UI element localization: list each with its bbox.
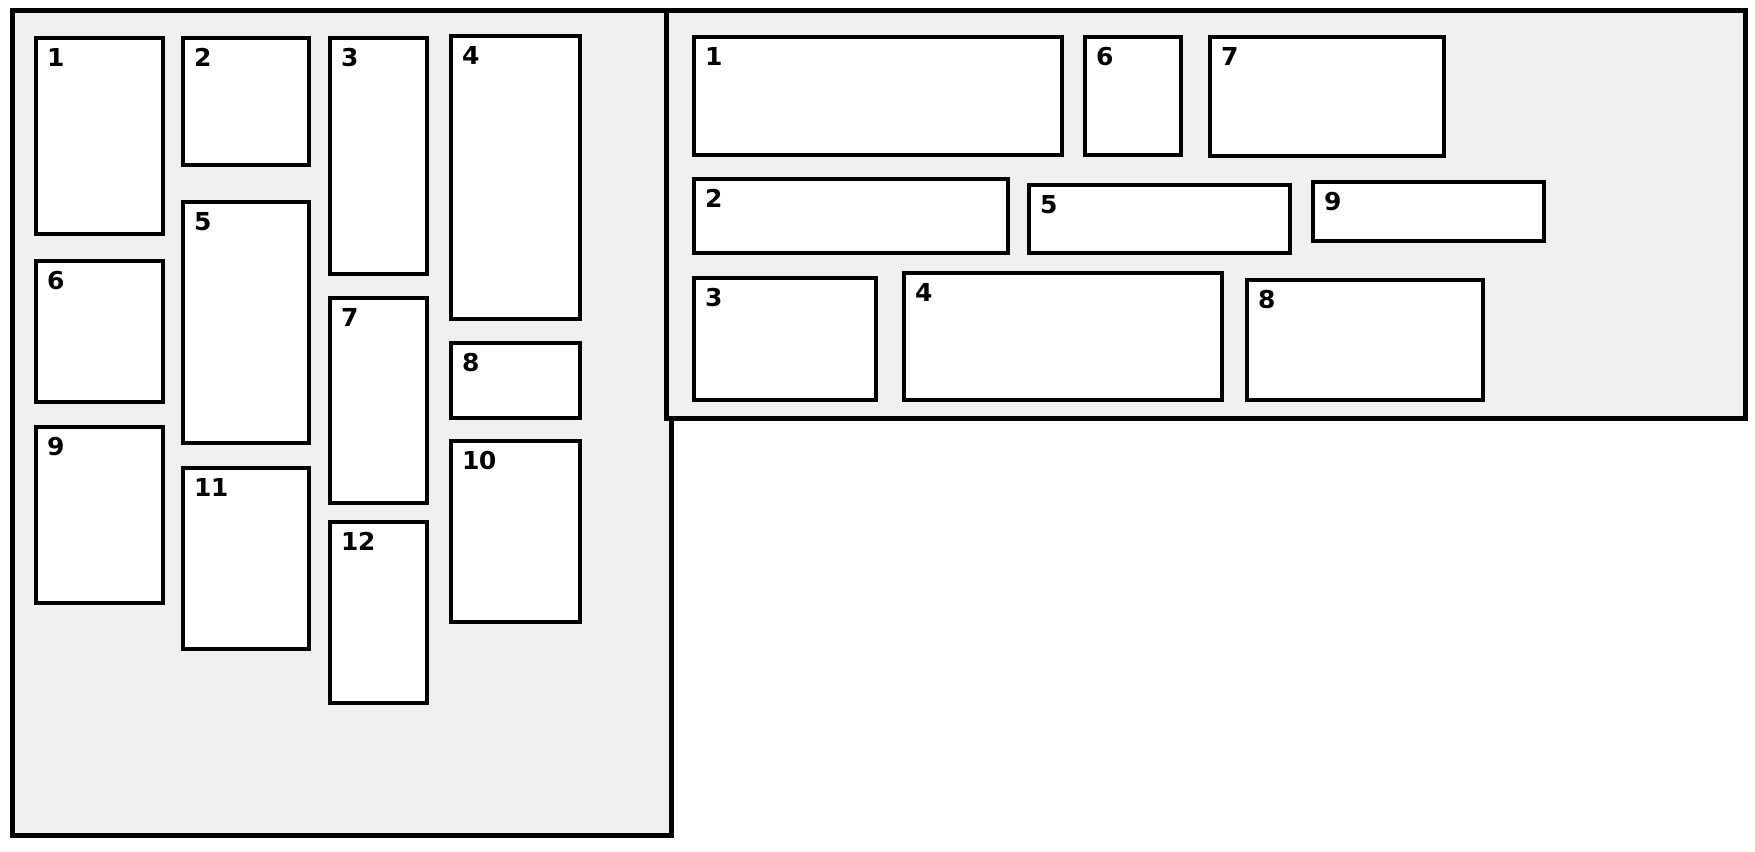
packed-item-label: 10 <box>462 446 496 475</box>
packed-item-label: 12 <box>341 527 375 556</box>
packed-item-label: 9 <box>1324 187 1341 216</box>
packed-item-11[interactable]: 11 <box>181 466 311 651</box>
packed-item-label: 4 <box>462 41 479 70</box>
packed-item-5[interactable]: 5 <box>181 200 311 445</box>
packed-item-label: 1 <box>47 43 64 72</box>
packed-item-6[interactable]: 6 <box>34 259 165 404</box>
packed-item-label: 6 <box>1096 42 1113 71</box>
packed-item-8[interactable]: 8 <box>1245 278 1485 402</box>
packed-item-4[interactable]: 4 <box>902 271 1224 402</box>
packed-item-label: 6 <box>47 266 64 295</box>
packed-item-label: 5 <box>194 207 211 236</box>
packed-item-label: 7 <box>1221 42 1238 71</box>
packed-item-3[interactable]: 3 <box>692 276 878 402</box>
packed-item-label: 2 <box>194 43 211 72</box>
packed-item-label: 8 <box>1258 285 1275 314</box>
packed-item-6[interactable]: 6 <box>1083 35 1183 157</box>
packed-item-9[interactable]: 9 <box>1311 180 1546 243</box>
packed-item-9[interactable]: 9 <box>34 425 165 605</box>
packed-item-4[interactable]: 4 <box>449 34 582 321</box>
packed-item-3[interactable]: 3 <box>328 36 429 276</box>
packed-item-7[interactable]: 7 <box>1208 35 1446 158</box>
packed-item-1[interactable]: 1 <box>34 36 165 236</box>
packed-item-7[interactable]: 7 <box>328 296 429 505</box>
packed-item-label: 2 <box>705 184 722 213</box>
packed-item-label: 9 <box>47 432 64 461</box>
packed-item-label: 11 <box>194 473 228 502</box>
packed-item-10[interactable]: 10 <box>449 439 582 624</box>
packed-item-5[interactable]: 5 <box>1027 183 1292 255</box>
packed-item-2[interactable]: 2 <box>692 177 1010 255</box>
packed-item-label: 3 <box>705 283 722 312</box>
packed-item-8[interactable]: 8 <box>449 341 582 420</box>
packed-item-1[interactable]: 1 <box>692 35 1064 157</box>
packed-item-12[interactable]: 12 <box>328 520 429 705</box>
panel-right-bin: 1 6 7 2 5 9 3 4 8 <box>664 8 1748 421</box>
packed-item-label: 1 <box>705 42 722 71</box>
packed-item-label: 5 <box>1040 190 1057 219</box>
packed-item-label: 8 <box>462 348 479 377</box>
packed-item-label: 3 <box>341 43 358 72</box>
packed-item-2[interactable]: 2 <box>181 36 311 167</box>
packed-item-label: 4 <box>915 278 932 307</box>
packed-item-label: 7 <box>341 303 358 332</box>
